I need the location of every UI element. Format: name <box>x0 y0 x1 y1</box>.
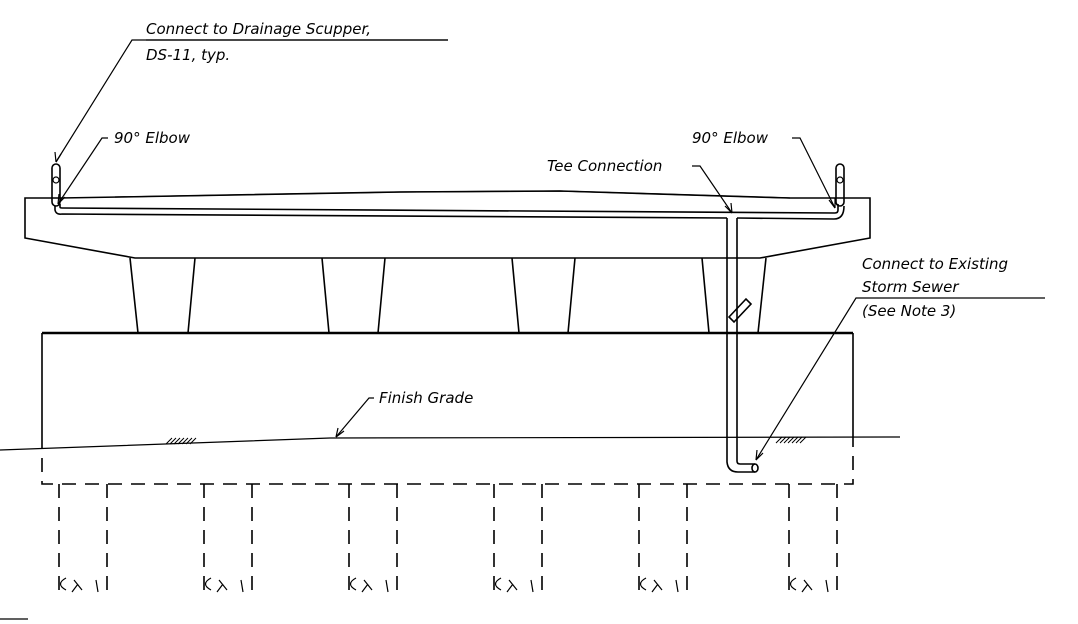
footing-buried-outline <box>41 435 854 485</box>
pier-cap <box>24 190 871 259</box>
pile-3 <box>348 484 398 593</box>
pile-1 <box>58 484 108 593</box>
label-finish-grade: Finish Grade <box>379 389 473 407</box>
pile-5 <box>638 484 688 593</box>
pile-4 <box>493 484 543 593</box>
ground-hatch-left <box>165 437 197 445</box>
label-tee-connection: Tee Connection <box>547 157 662 175</box>
label-sewer-line3: (See Note 3) <box>862 302 956 320</box>
downspout-pipe <box>726 218 759 473</box>
drain-pipe <box>54 204 845 220</box>
leader-finish-grade <box>335 397 374 438</box>
leader-elbow-right <box>792 137 836 209</box>
label-scupper-line1: Connect to Drainage Scupper, <box>146 20 371 38</box>
ground-hatch-right <box>775 436 807 444</box>
leader-elbow-left <box>57 137 108 205</box>
label-sewer-line1: Connect to Existing <box>862 255 1008 273</box>
leader-sewer <box>755 297 1045 461</box>
piles <box>58 484 838 593</box>
label-scupper-line2: DS-11, typ. <box>146 46 230 64</box>
leader-tee <box>692 165 733 214</box>
label-elbow-right: 90° Elbow <box>692 129 769 147</box>
scupper-left <box>51 163 61 207</box>
deck-surface-line <box>114 190 791 199</box>
pile-2 <box>203 484 253 593</box>
finish-grade-line <box>0 436 901 451</box>
pier-columns <box>129 257 767 334</box>
label-sewer-line2: Storm Sewer <box>862 278 959 296</box>
scupper-right <box>835 163 845 207</box>
pile-6 <box>788 484 838 593</box>
label-elbow-left: 90° Elbow <box>114 129 191 147</box>
